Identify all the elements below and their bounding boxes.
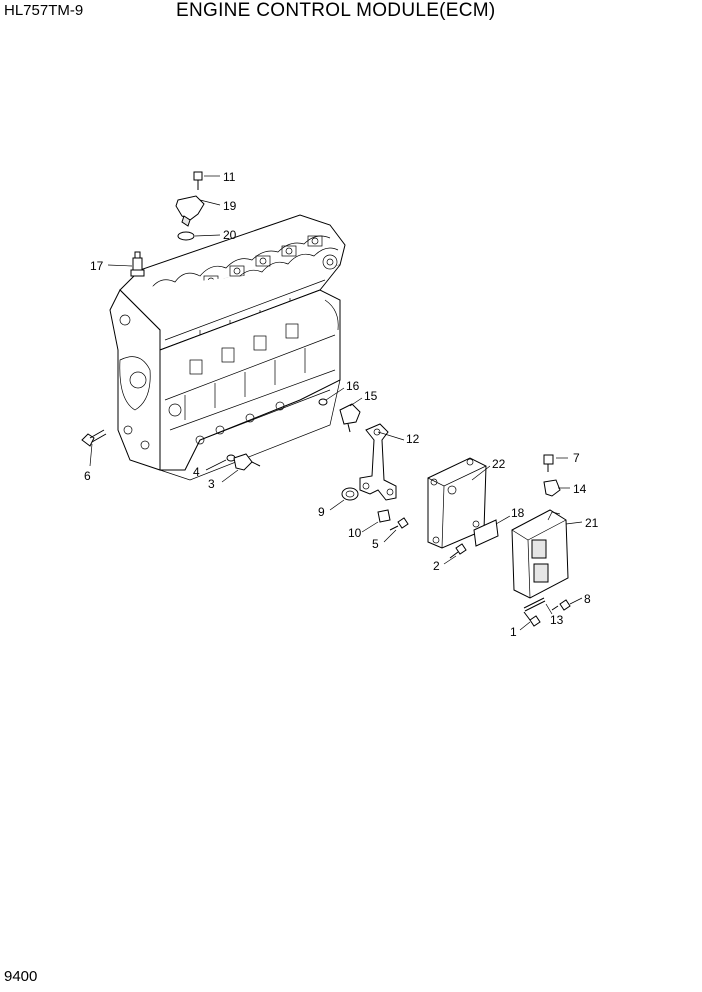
page-title: ENGINE CONTROL MODULE(ECM) bbox=[176, 0, 496, 21]
part-16-o-ring bbox=[318, 398, 328, 406]
model-code: HL757TM-9 bbox=[4, 2, 84, 19]
part-11-bolt bbox=[193, 171, 203, 190]
part-20-o-ring bbox=[177, 231, 195, 241]
callout-13: 13 bbox=[550, 613, 564, 627]
part-9-mount bbox=[341, 487, 359, 501]
callout-4: 4 bbox=[193, 465, 200, 479]
part-21-ecm bbox=[511, 509, 569, 599]
callout-3: 3 bbox=[208, 477, 215, 491]
part-13-rod bbox=[523, 597, 546, 612]
part-22-plate bbox=[427, 457, 487, 549]
page-number: 9400 bbox=[4, 968, 38, 985]
callout-22: 22 bbox=[492, 457, 506, 471]
callout-1: 1 bbox=[510, 625, 517, 639]
callout-6: 6 bbox=[84, 469, 91, 483]
part-14-connector bbox=[543, 479, 561, 497]
engine-block bbox=[109, 214, 346, 481]
callout-19: 19 bbox=[223, 199, 237, 213]
callout-9: 9 bbox=[318, 505, 325, 519]
leader-lines bbox=[89, 175, 583, 631]
callout-17: 17 bbox=[90, 259, 104, 273]
callout-20: 20 bbox=[223, 228, 237, 242]
callout-12: 12 bbox=[406, 432, 420, 446]
part-3-sensor bbox=[233, 453, 261, 471]
part-1-bolt bbox=[523, 611, 541, 627]
callout-10: 10 bbox=[348, 526, 362, 540]
callout-5: 5 bbox=[372, 537, 379, 551]
callout-16: 16 bbox=[346, 379, 360, 393]
part-15-sensor bbox=[339, 403, 361, 433]
callout-8: 8 bbox=[584, 592, 591, 606]
callout-11: 11 bbox=[223, 170, 236, 184]
callout-2: 2 bbox=[433, 559, 440, 573]
part-12-bracket bbox=[359, 423, 397, 501]
part-2-bolt bbox=[449, 543, 467, 559]
part-19-sensor bbox=[175, 195, 205, 227]
part-6-bolt bbox=[81, 429, 107, 447]
callout-18: 18 bbox=[511, 506, 525, 520]
part-18-label bbox=[473, 519, 499, 547]
part-8-bolt bbox=[551, 599, 571, 611]
callout-15: 15 bbox=[364, 389, 378, 403]
part-7-bolt bbox=[543, 454, 554, 472]
part-10-spacer bbox=[377, 509, 391, 523]
part-5-bolt bbox=[389, 517, 409, 531]
callout-7: 7 bbox=[573, 451, 580, 465]
part-17-sensor bbox=[130, 251, 145, 277]
callout-labels: 11 19 20 17 6 4 3 16 15 12 9 10 5 22 2 1… bbox=[84, 170, 599, 639]
callout-21: 21 bbox=[585, 516, 599, 530]
callout-14: 14 bbox=[573, 482, 587, 496]
